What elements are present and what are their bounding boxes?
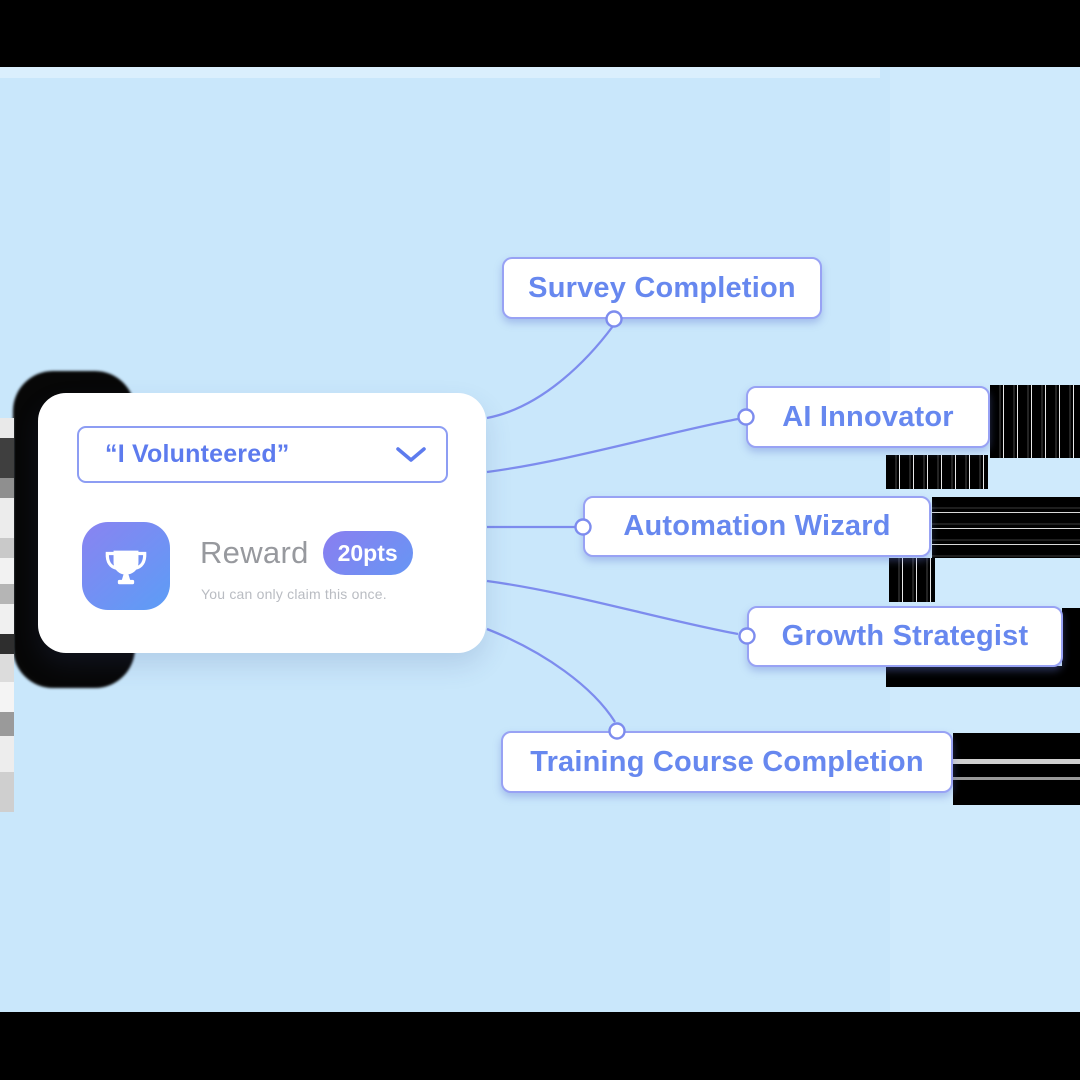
- badge-select-value: “I Volunteered”: [105, 440, 290, 468]
- shadow-artifact: [886, 666, 1080, 687]
- node-ai-innovator[interactable]: AI Innovator: [746, 386, 990, 448]
- node-training-course-completion[interactable]: Training Course Completion: [501, 731, 953, 793]
- reward-card: “I Volunteered” Reward 20pts You can onl…: [38, 393, 486, 653]
- node-survey-completion[interactable]: Survey Completion: [502, 257, 822, 319]
- reward-row: Reward 20pts: [200, 531, 413, 575]
- trophy-icon: [82, 522, 170, 610]
- node-growth-strategist[interactable]: Growth Strategist: [747, 606, 1063, 667]
- background-top-strip: [0, 67, 880, 78]
- top-black-bar: [0, 0, 1080, 67]
- node-automation-wizard[interactable]: Automation Wizard: [583, 496, 931, 557]
- shadow-artifact: [953, 733, 1080, 805]
- claim-note: You can only claim this once.: [201, 586, 387, 602]
- points-badge: 20pts: [322, 531, 413, 575]
- shadow-artifact: [932, 497, 1080, 558]
- shadow-artifact: [1062, 608, 1080, 668]
- reward-label: Reward: [200, 535, 309, 570]
- left-edge-artifact: [0, 418, 14, 812]
- chevron-down-icon: [396, 446, 426, 462]
- shadow-artifact: [886, 455, 988, 489]
- shadow-artifact: [889, 558, 935, 602]
- bottom-black-bar: [0, 1012, 1080, 1080]
- shadow-artifact: [990, 385, 1080, 458]
- badge-select[interactable]: “I Volunteered”: [77, 426, 448, 483]
